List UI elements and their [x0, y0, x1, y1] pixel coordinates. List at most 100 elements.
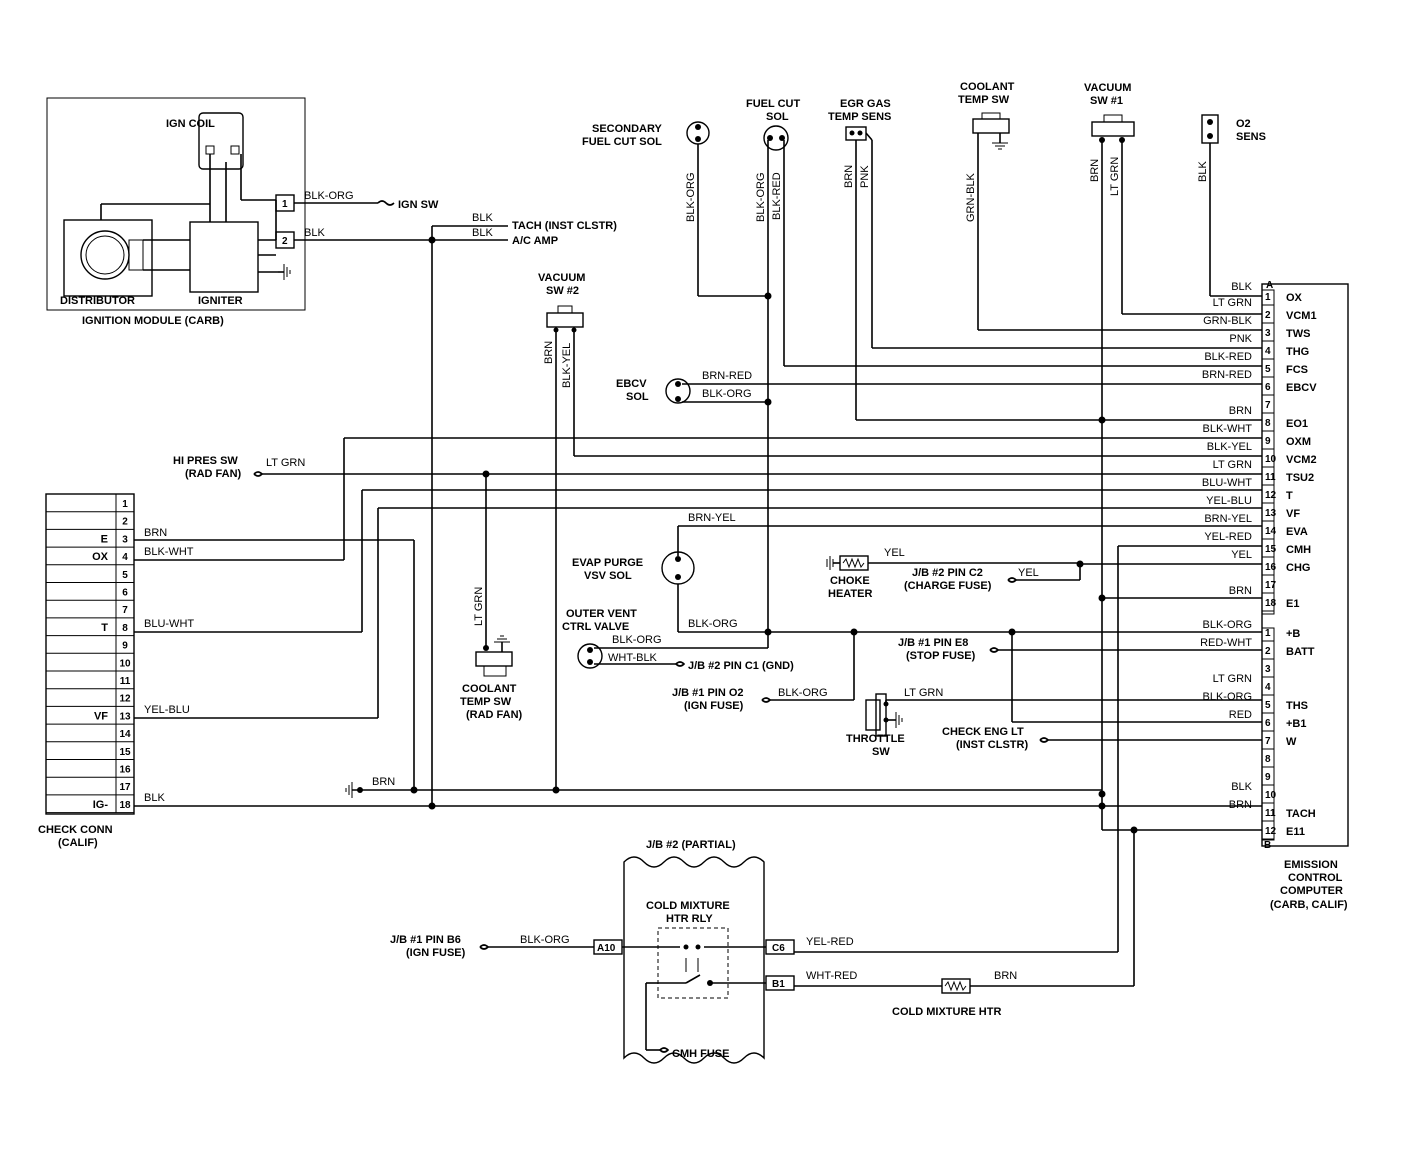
ecu-a-pin-wire: LT GRN: [1213, 297, 1252, 309]
wire-coolant-grn-blk: GRN-BLK: [965, 172, 977, 222]
wire-fcs-a: BLK-ORG: [755, 172, 767, 222]
wire-evap-brn-yel: BRN-YEL: [688, 512, 736, 524]
wire-cc-blk-wht: BLK-WHT: [144, 546, 194, 558]
check-eng-label-1: CHECK ENG LT: [942, 726, 1024, 738]
wire-o2-blk: BLK: [1197, 161, 1209, 182]
ebcv-label-1: EBCV: [616, 378, 647, 390]
jb1-b6-label-2: (IGN FUSE): [406, 947, 466, 959]
choke-label-2: HEATER: [828, 588, 872, 600]
ecu-a-pin-wire: BRN-YEL: [1204, 513, 1252, 525]
wire-vsw2-blk-yel: BLK-YEL: [561, 343, 573, 388]
check-conn-pin-num: 16: [119, 765, 131, 776]
vacuum-sw2: [546, 305, 1262, 794]
check-conn-pin-num: 17: [119, 782, 131, 793]
wire-fcs-b: BLK-RED: [771, 172, 783, 220]
ign-pin-2: 2: [282, 236, 288, 247]
wire-cc-yel-blu: YEL-BLU: [144, 704, 190, 716]
ecu-a-pin-name: TWS: [1286, 328, 1310, 340]
check-conn-pin-name: E: [101, 533, 108, 545]
egr-gas-temp-sens: [845, 126, 1262, 421]
check-conn-pin-num: 13: [119, 711, 131, 722]
ecu-b-pin-num: 8: [1265, 754, 1271, 765]
ecu-a-pin-name: CMH: [1286, 544, 1311, 556]
evap-purge-vsv-sol: [661, 551, 1262, 636]
ecu-a-pin-num: 9: [1265, 436, 1271, 447]
jb-c6: C6: [772, 943, 785, 954]
ecu-b-pin-num: 10: [1265, 790, 1277, 801]
jb1-b6-label-1: J/B #1 PIN B6: [390, 934, 461, 946]
coolant-rad-label-2: TEMP SW: [460, 696, 512, 708]
wire-egr-pnk: PNK: [859, 165, 871, 188]
check-conn-pin-num: 5: [122, 570, 128, 581]
check-conn-label-2: (CALIF): [58, 837, 98, 849]
ecu-a-pin-name: VCM1: [1286, 310, 1317, 322]
cold-mix-rly-label-2: HTR RLY: [666, 913, 713, 925]
coolant-label-1: COOLANT: [960, 81, 1015, 93]
wire-vsw1-ltgrn: LT GRN: [1109, 157, 1121, 196]
ecu-label-3: COMPUTER: [1280, 885, 1343, 897]
check-conn-pin-name: T: [101, 622, 108, 634]
ecu-a-pin-name: OX: [1286, 292, 1303, 304]
ecu-b-pin-wire: RED: [1229, 709, 1252, 721]
secondary-fuel-cut-label-1: SECONDARY: [592, 123, 663, 135]
wire-ign-fuse-blk-org: BLK-ORG: [778, 687, 828, 699]
coolant-rad-label-3: (RAD FAN): [466, 709, 523, 721]
ign-wires: [294, 200, 508, 806]
check-conn-pin-num: 10: [119, 658, 131, 669]
wire-blk-org-ign: BLK-ORG: [304, 190, 354, 202]
wire-sec-fcs: BLK-ORG: [685, 172, 697, 222]
hi-pres-sw: [253, 470, 490, 646]
wire-egr-brn: BRN: [843, 165, 855, 188]
o2-label-1: O2: [1236, 118, 1251, 130]
wire-ov-wht-blk: WHT-BLK: [608, 652, 658, 664]
wire-cc-blu-wht: BLU-WHT: [144, 618, 194, 630]
check-conn-pin-num: 6: [122, 588, 128, 599]
ecu-b-pin-num: 7: [1265, 736, 1271, 747]
ebcv-label-2: SOL: [626, 391, 649, 403]
check-conn-pin-name: OX: [92, 551, 109, 563]
ignition-module-label: IGNITION MODULE (CARB): [82, 315, 224, 327]
outer-vent-label-2: CTRL VALVE: [562, 621, 629, 633]
wire-vsw1-brn: BRN: [1089, 159, 1101, 182]
jb2-pin-c2: [1007, 577, 1080, 583]
ecu-a-pin-name: CHG: [1286, 562, 1310, 574]
secondary-fuel-cut-label-2: FUEL CUT SOL: [582, 136, 662, 148]
ecu-b-pin-wire: BRN: [1229, 799, 1252, 811]
secondary-fuel-cut-sol: [686, 121, 768, 297]
jb-a10: A10: [597, 943, 616, 954]
cold-mix-htr-label: COLD MIXTURE HTR: [892, 1006, 1001, 1018]
ecu-a-pin-name: T: [1286, 490, 1293, 502]
wire-choke-yel: YEL: [884, 547, 905, 559]
check-conn-pin-num: 15: [119, 747, 131, 758]
ecu-a-pin-num: 11: [1265, 472, 1276, 483]
ecu-b-pin-name: +B: [1286, 628, 1300, 640]
ecu-a-pin-name: TSU2: [1286, 472, 1314, 484]
ecu-a-pin-name: FCS: [1286, 364, 1308, 376]
vacuum-sw2-label-2: SW #2: [546, 285, 579, 297]
ecu-b-pin-num: 11: [1265, 808, 1276, 819]
check-eng-lt: [1039, 737, 1262, 743]
check-conn-pin-num: 12: [119, 694, 131, 705]
check-eng-label-2: (INST CLSTR): [956, 739, 1028, 751]
wire-blk-ign: BLK: [304, 227, 325, 239]
ecu-a-pin-wire: BRN: [1229, 585, 1252, 597]
ecu-b-pin-name: E11: [1286, 826, 1305, 838]
check-conn-pin-num: 9: [122, 641, 128, 652]
ign-coil-label: IGN COIL: [166, 118, 215, 130]
wire-htr-brn: BRN: [994, 970, 1017, 982]
check-conn-pin-num: 11: [120, 676, 131, 687]
ecu-a-pin-wire: BRN: [1229, 405, 1252, 417]
jb2-c2-label-1: J/B #2 PIN C2: [912, 567, 983, 579]
wire-b6-blk-org: BLK-ORG: [520, 934, 570, 946]
ecu-b-pin-num: 4: [1265, 682, 1271, 693]
ign-pin-1: 1: [282, 199, 288, 210]
coolant-label-2: TEMP SW: [958, 94, 1010, 106]
check-conn-pin-num: 8: [122, 623, 128, 634]
ecu-b-pin-name: BATT: [1286, 646, 1315, 658]
coolant-rad-label-1: COOLANT: [462, 683, 517, 695]
outer-vent-ctrl-valve: [577, 632, 769, 669]
ecu-a-pin-num: 16: [1265, 562, 1277, 573]
wire-b1-wht-red: WHT-RED: [806, 970, 857, 982]
